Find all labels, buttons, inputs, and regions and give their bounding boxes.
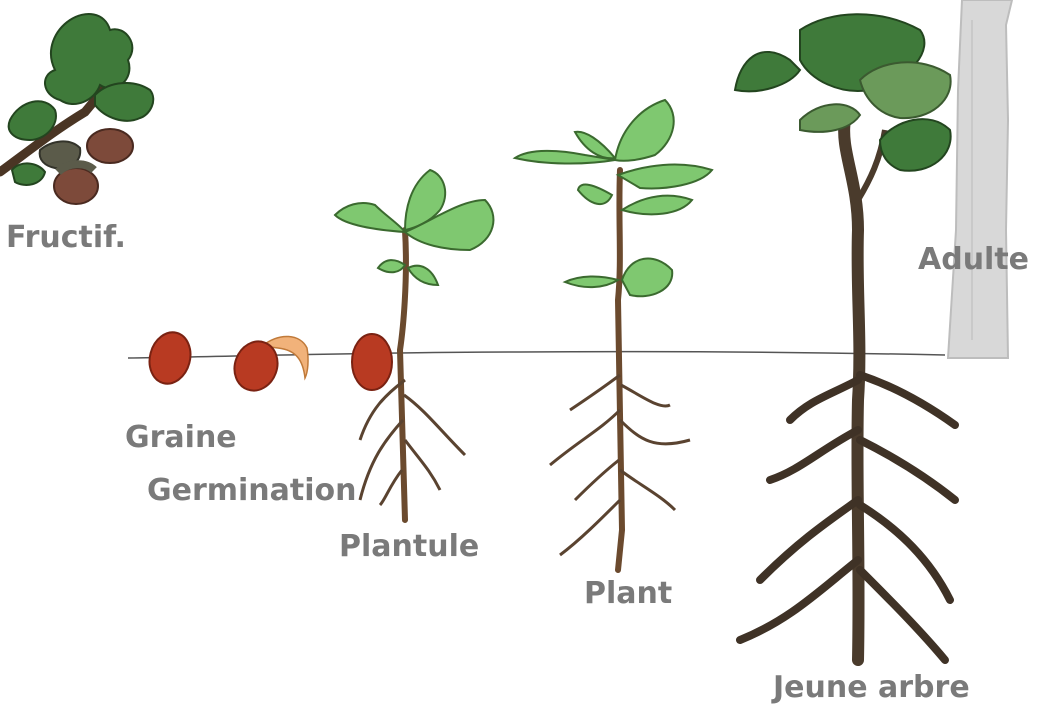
young-plant: [515, 100, 712, 570]
label-fructification: Fructif.: [6, 221, 126, 255]
seedling-plantule: [335, 170, 493, 520]
label-jeune-arbre: Jeune arbre: [773, 671, 970, 705]
label-adulte: Adulte: [918, 243, 1029, 277]
label-germination: Germination: [147, 474, 357, 508]
young-tree: [735, 14, 955, 660]
adult-trunk: [948, 0, 1012, 358]
seed-acorn: [144, 328, 196, 389]
label-graine: Graine: [125, 421, 237, 455]
germinating-acorn: [228, 335, 308, 396]
label-plant: Plant: [584, 577, 672, 611]
fruiting-branch: [0, 14, 153, 204]
label-plantule: Plantule: [339, 530, 479, 564]
